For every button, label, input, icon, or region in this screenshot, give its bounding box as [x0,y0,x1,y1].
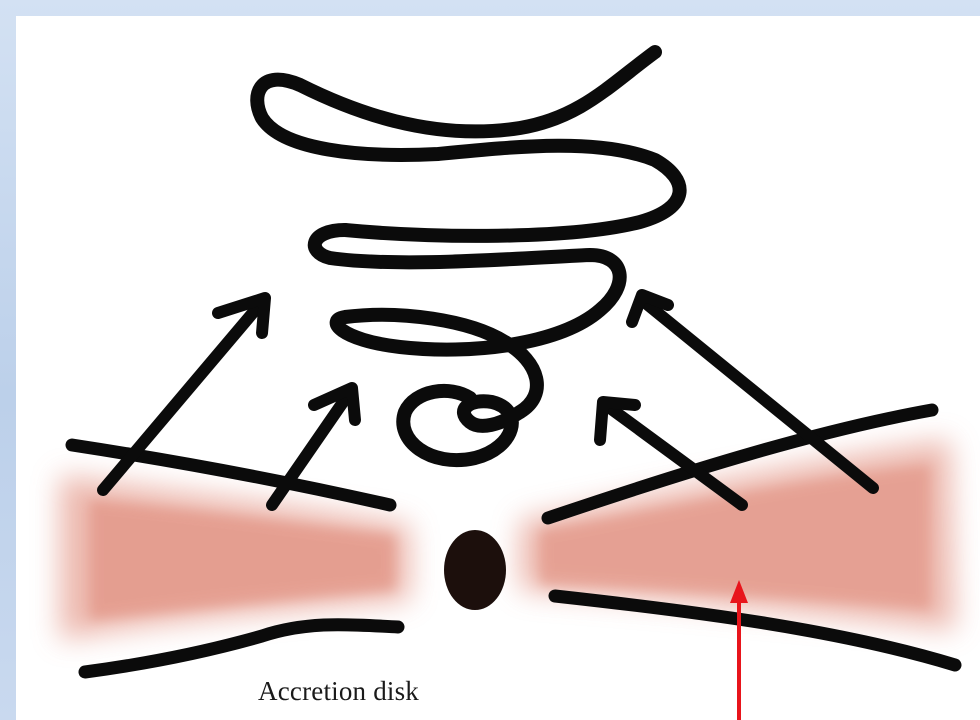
disk-lower-edge-left [85,625,398,672]
accretion-disk-label: Accretion disk [258,676,419,707]
pointer-arrow-icon [730,580,748,720]
central-mass-icon [444,530,506,610]
jet-loop-middle [315,230,620,412]
jet-loop-top [257,52,679,236]
jet-loop-bottom [403,391,520,460]
